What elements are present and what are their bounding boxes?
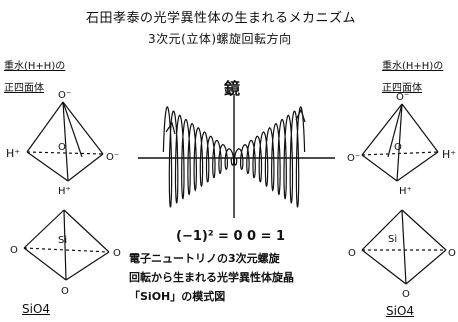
- tr-o-top: O⁻: [396, 92, 409, 103]
- bl-o-right: O: [113, 248, 121, 259]
- left-header: 重水(H+H)の 正四面体: [4, 56, 65, 100]
- helix-arrow-right: [295, 108, 306, 123]
- helix-spiral: [162, 106, 306, 208]
- tr-h-right: H⁺: [442, 148, 456, 161]
- br-o-left: O: [348, 248, 356, 259]
- left-header-line-1: 重水(H+H)の: [4, 61, 66, 72]
- tetrahedron-top-right: [361, 103, 439, 182]
- mirror-label: 鏡: [224, 79, 241, 98]
- bl-o-left: O: [10, 245, 18, 256]
- br-o-right: O: [448, 248, 456, 259]
- helix-arrow-left: [165, 121, 176, 135]
- caption-line-2: 回転から生まれる光学異性体旋晶: [129, 271, 294, 284]
- br-si: Si: [388, 234, 397, 245]
- br-o-bottom: O: [402, 289, 410, 300]
- caption-line-1: 電子ニュートリノの3次元螺旋: [129, 252, 280, 265]
- tl-o-right: O⁻: [106, 152, 119, 163]
- tl-h-left: H⁺: [6, 147, 20, 160]
- bl-si: Si: [58, 235, 67, 246]
- bl-o-bottom: O: [61, 286, 69, 297]
- tl-o-top: O⁻: [58, 90, 71, 101]
- caption: 電子ニュートリノの3次元螺旋 回転から生まれる光学異性体旋晶 「SiOH」の模式…: [129, 249, 294, 306]
- right-header-line-2: 正四面体: [382, 83, 422, 94]
- tetrahedron-top-left: [26, 101, 104, 182]
- left-header-line-2: 正四面体: [4, 83, 44, 94]
- title-line-1: 石田孝泰の光学異性体の生まれるメカニズム: [86, 11, 357, 26]
- equation: (−1)² = 0 0 = 1: [176, 229, 286, 244]
- tl-h-bottom: H⁺: [58, 186, 71, 197]
- right-header: 重水(H+H)の 正四面体: [382, 56, 443, 100]
- sio4-label-right: SiO4: [386, 304, 415, 318]
- tr-h-bottom: H⁺: [399, 186, 412, 197]
- tr-o-left: O⁻: [347, 153, 360, 164]
- tetrahedron-bottom-right: [361, 209, 447, 285]
- tl-o-center: O: [58, 142, 66, 153]
- title-line-2: 3次元(立体)螺旋回転方向: [148, 32, 292, 46]
- tr-o-center: O: [394, 142, 402, 153]
- right-header-line-1: 重水(H+H)の: [382, 61, 444, 72]
- caption-line-3: 「SiOH」の模式図: [129, 290, 226, 303]
- sio4-label-left: SiO4: [22, 302, 51, 316]
- tetrahedron-bottom-left: [23, 209, 110, 281]
